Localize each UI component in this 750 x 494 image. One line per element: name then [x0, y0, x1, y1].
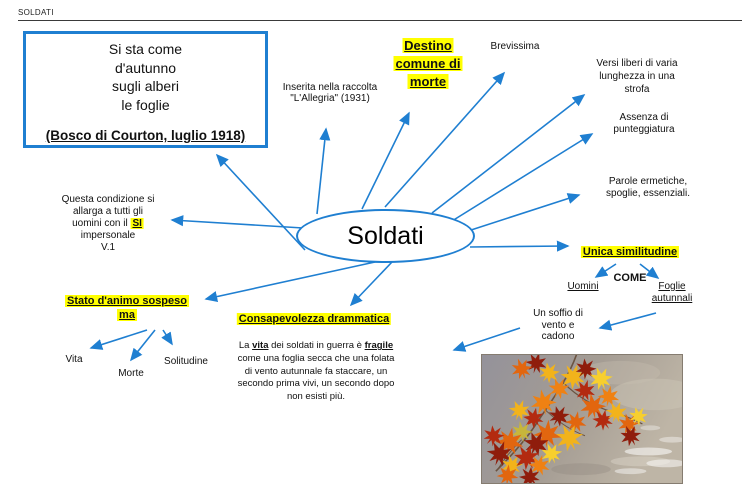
- destino-highlight: Destino comune di morte: [393, 38, 463, 89]
- arrow-come-to-foglie: [639, 263, 660, 279]
- autumn-leaves-photo: [481, 354, 683, 484]
- arrow-to-brevissima: [384, 71, 506, 208]
- questa-text-pre: Questa condizione si allarga a tutti gli…: [61, 194, 155, 229]
- node-vita: Vita: [65, 354, 83, 365]
- arrow-ma-to-solitudine: [161, 329, 173, 346]
- arrow-to-assenza: [451, 133, 594, 222]
- central-node-soldati: Soldati: [296, 209, 475, 263]
- arrow-to-questa: [170, 215, 304, 229]
- node-destino-comune-morte: Destino comune di morte: [393, 37, 463, 91]
- arrow-soffio-to-paragraph: [452, 327, 521, 352]
- arrow-ma-to-vita: [89, 329, 148, 350]
- unica-title-line: Unica similitudine: [580, 246, 680, 259]
- paragraph-vita-fragile: La vita dei soldati in guerra è fragile …: [238, 340, 395, 404]
- par-text-2: dei soldati in guerra è: [268, 340, 365, 351]
- node-un-soffio: Un soffio di vento e cadono: [533, 308, 583, 342]
- node-parole-ermetiche: Parole ermetiche, spoglie, essenziali.: [606, 176, 690, 199]
- node-consapevolezza-title: Consapevolezza drammatica: [236, 313, 392, 326]
- page-title: SOLDATI: [18, 8, 54, 17]
- consapevolezza-highlight: Consapevolezza drammatica: [236, 313, 392, 325]
- arrow-to-destino: [361, 111, 410, 210]
- par-fragile-emphasis: fragile: [364, 340, 394, 351]
- si-highlight: SI: [130, 218, 144, 229]
- node-stato-animo: Stato d'animo sospeso ma: [65, 295, 189, 322]
- poem-caption: (Bosco di Courton, luglio 1918): [45, 128, 246, 143]
- node-unica-similitudine: Unica similitudine COME: [580, 233, 680, 298]
- arrow-to-parole: [467, 193, 581, 232]
- node-uomini: Uomini: [567, 281, 599, 292]
- node-solitudine: Solitudine: [164, 356, 208, 367]
- par-vita-emphasis: vita: [252, 340, 269, 351]
- unica-highlight: Unica similitudine: [580, 246, 680, 258]
- node-inserita-raccolta: Inserita nella raccolta "L'Allegria" (19…: [282, 82, 378, 104]
- questa-text-post: impersonale V.1: [80, 230, 136, 253]
- arrow-foglie-to-soffio: [598, 312, 657, 331]
- stato-highlight: Stato d'animo sospeso ma: [65, 295, 189, 321]
- par-text-rest: come una foglia secca che una folata di …: [237, 352, 395, 403]
- arrow-to-inserita: [316, 127, 331, 215]
- arrow-ma-to-morte: [130, 329, 156, 362]
- arrow-to-unica: [469, 240, 570, 252]
- page-header: SOLDATI: [18, 8, 742, 21]
- arrow-to-poem-box: [215, 153, 306, 251]
- poem-box: Si sta come d'autunno sugli alberi le fo…: [23, 31, 268, 148]
- node-si-impersonale: Questa condizione si allarga a tutti gli…: [62, 194, 155, 254]
- node-morte: Morte: [118, 368, 144, 379]
- arrow-to-versi: [431, 94, 586, 214]
- par-text-1: La: [238, 340, 253, 351]
- arrow-to-consapevolezza: [349, 261, 393, 307]
- arrow-to-stato: [204, 261, 376, 303]
- node-foglie-autunnali: Foglie autunnali: [651, 281, 693, 304]
- node-brevissima: Brevissima: [490, 41, 540, 52]
- node-assenza-punteggiatura: Assenza di punteggiatura: [613, 112, 675, 135]
- central-node-label: Soldati: [347, 221, 424, 250]
- node-versi-liberi: Versi liberi di varia lunghezza in una s…: [596, 58, 678, 95]
- poem-text: Si sta come d'autunno sugli alberi le fo…: [108, 41, 183, 113]
- arrow-come-to-uomini: [594, 263, 617, 278]
- unica-come: COME: [613, 272, 647, 284]
